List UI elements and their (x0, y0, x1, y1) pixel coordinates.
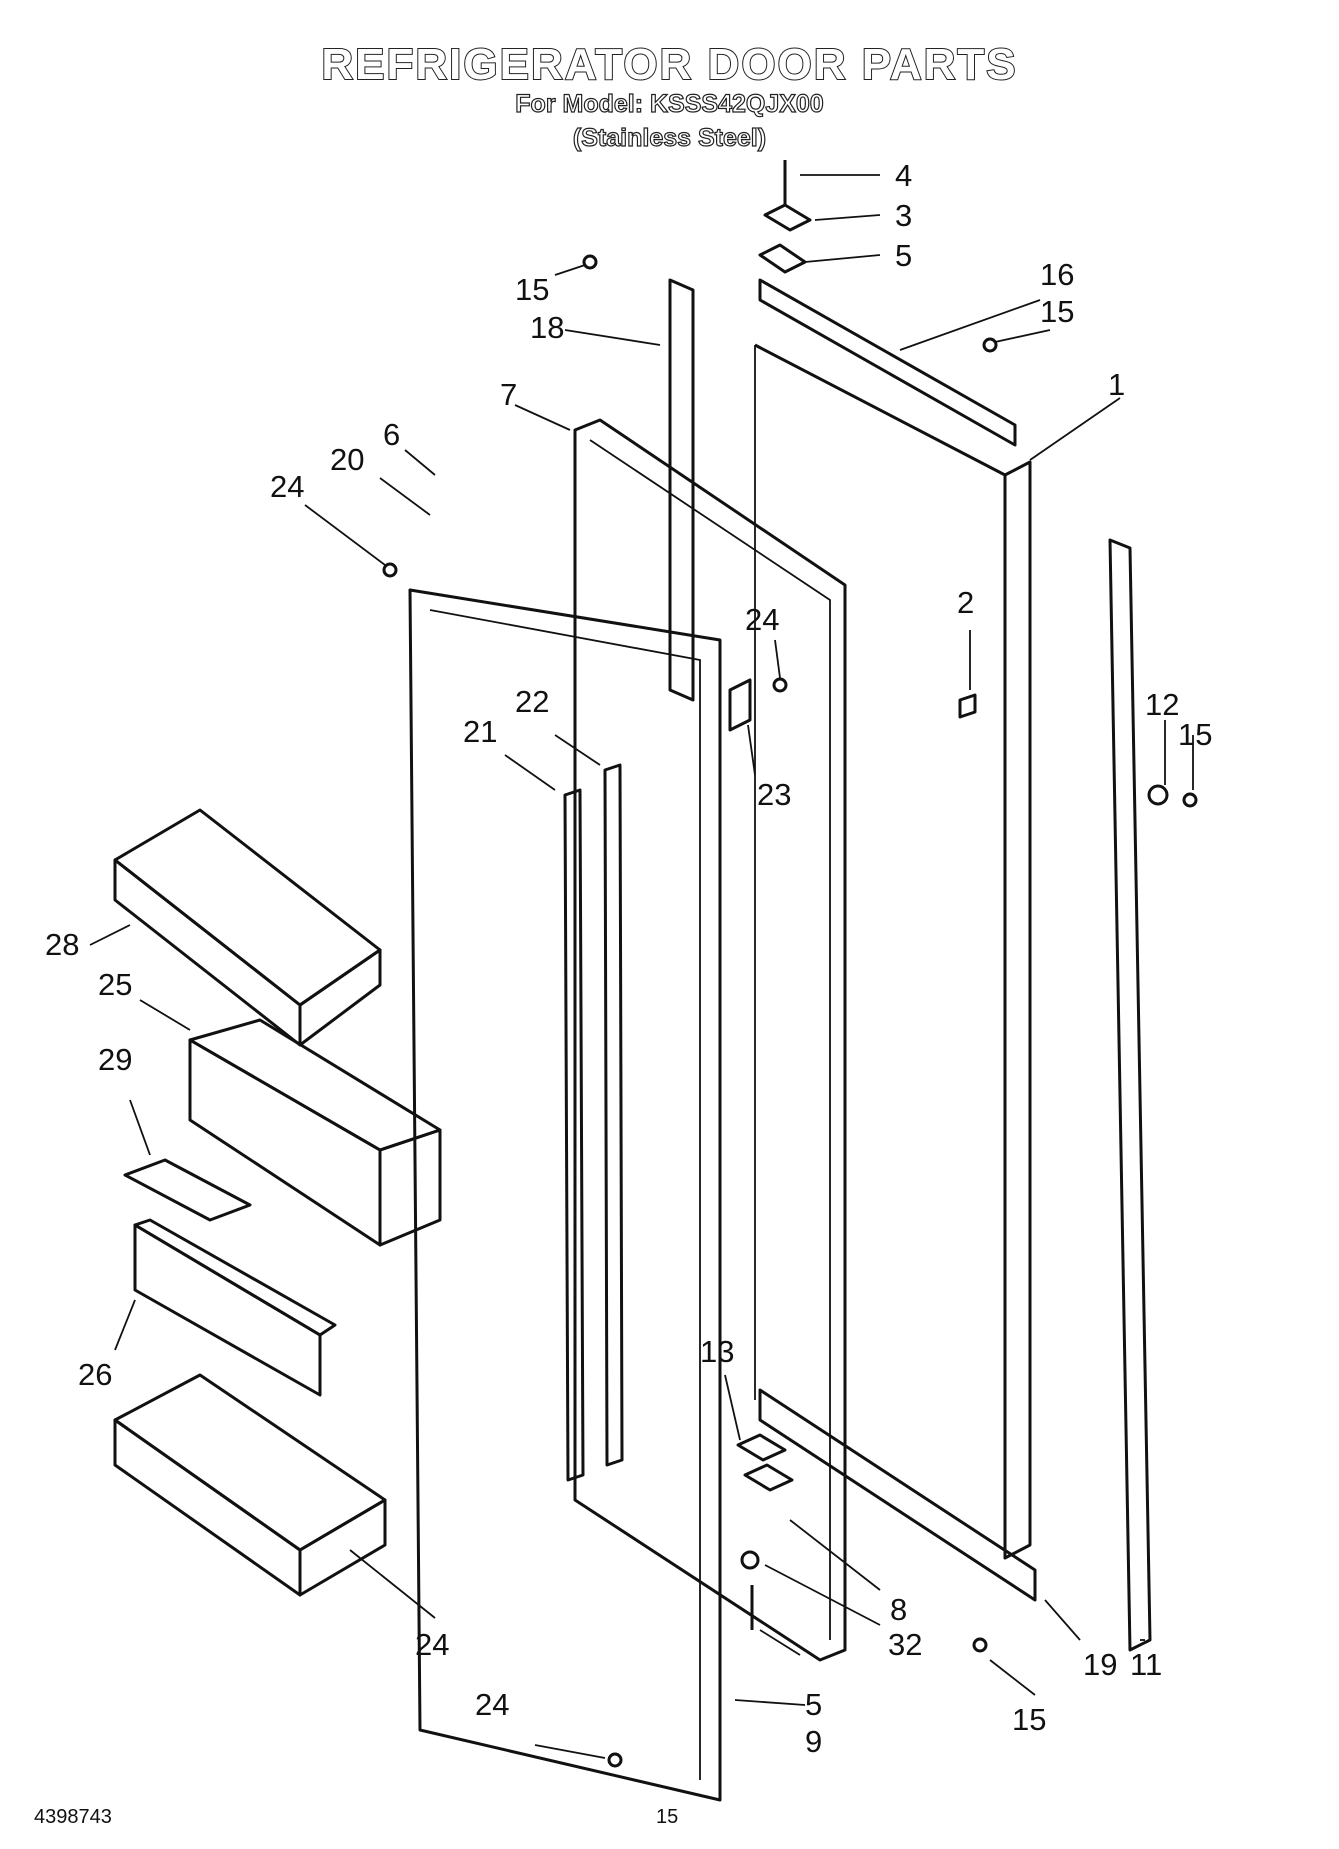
door-liner (408, 588, 722, 1802)
callout-32: 24 (415, 1627, 449, 1662)
model-number: For Model: KSSS42QJX00 (515, 89, 825, 118)
callout-28: 29 (98, 1042, 132, 1077)
hinge-rail-16 (758, 278, 1017, 447)
breaker-strip-18 (668, 278, 695, 702)
callout-8: 6 (383, 417, 400, 452)
callout-26: 26 (78, 1357, 112, 1392)
screw-15-icon (1182, 792, 1198, 808)
callout-25: 25 (98, 967, 132, 1002)
finish-note: (Stainless Steel) (572, 123, 767, 152)
bottom-rail-19 (758, 1388, 1037, 1602)
callout-29: 32 (888, 1627, 922, 1662)
page-title: REFRIGERATOR DOOR PARTS (320, 39, 1018, 90)
callout-23: 23 (757, 777, 791, 812)
bracket-2 (958, 693, 977, 719)
callout-5-top: 4 (895, 158, 912, 193)
dairy-door-26 (133, 1218, 337, 1397)
callout-12: 12 (1145, 687, 1179, 722)
callout-21: 21 (463, 714, 497, 749)
bottom-hinge (736, 1433, 794, 1630)
screw-24-icon (382, 562, 398, 578)
top-hinge (758, 160, 812, 274)
callout-9: 7 (500, 377, 517, 412)
callout-4: 5 (895, 238, 912, 273)
washer-29 (740, 1550, 760, 1570)
callout-13: 13 (700, 1334, 734, 1369)
callout-15-left-top: 15 (515, 272, 549, 307)
callout-24-bottom: 24 (475, 1687, 509, 1722)
screw-24-icon (607, 1752, 623, 1768)
callout-15-right-mid: 15 (1178, 717, 1212, 752)
strip-21 (563, 788, 585, 1482)
callout-15-right-top: 15 (1040, 294, 1074, 329)
screw-15-icon (582, 254, 598, 270)
callout-7: 9 (805, 1724, 822, 1759)
screw-15-icon (972, 1637, 988, 1653)
callout-19: 19 (1083, 1647, 1117, 1682)
callout-5-bottom: 5 (805, 1687, 822, 1722)
screw-15-icon (982, 337, 998, 353)
callout-24-mid: 24 (745, 602, 779, 637)
screw-24-icon (772, 677, 788, 693)
callout-20: 20 (330, 442, 364, 477)
callout-18: 18 (530, 310, 564, 345)
callout-2: 2 (957, 585, 974, 620)
door-inner-frame (573, 418, 847, 1662)
butter-tray-28 (123, 1158, 252, 1222)
document-number: 4398743 (34, 1806, 112, 1828)
callout-15-bottom: 15 (1012, 1702, 1046, 1737)
callout-1: 1 (1108, 367, 1125, 402)
callout-11: 11 (1130, 1647, 1162, 1682)
dairy-compartment-25 (188, 1018, 442, 1247)
callout-labels: 4 3 5 15 18 16 15 1 7 6 20 24 2 24 12 15… (45, 158, 1212, 1759)
callout-6: 8 (890, 1592, 907, 1627)
door-bin-32 (113, 1373, 387, 1597)
leader-lines (89, 174, 1194, 1759)
outer-door-panel (754, 343, 1032, 1560)
door-trim-11 (1108, 538, 1152, 1652)
washer-12-icon (1147, 784, 1169, 806)
callout-22: 22 (515, 684, 549, 719)
callout-16: 16 (1040, 257, 1074, 292)
callout-3: 3 (895, 198, 912, 233)
bracket-23 (728, 678, 752, 732)
callout-24-top: 24 (270, 469, 304, 504)
callout-27: 28 (45, 927, 79, 962)
strip-22 (603, 763, 624, 1467)
screw-icons (382, 254, 1198, 1768)
page-number: 15 (656, 1806, 679, 1828)
